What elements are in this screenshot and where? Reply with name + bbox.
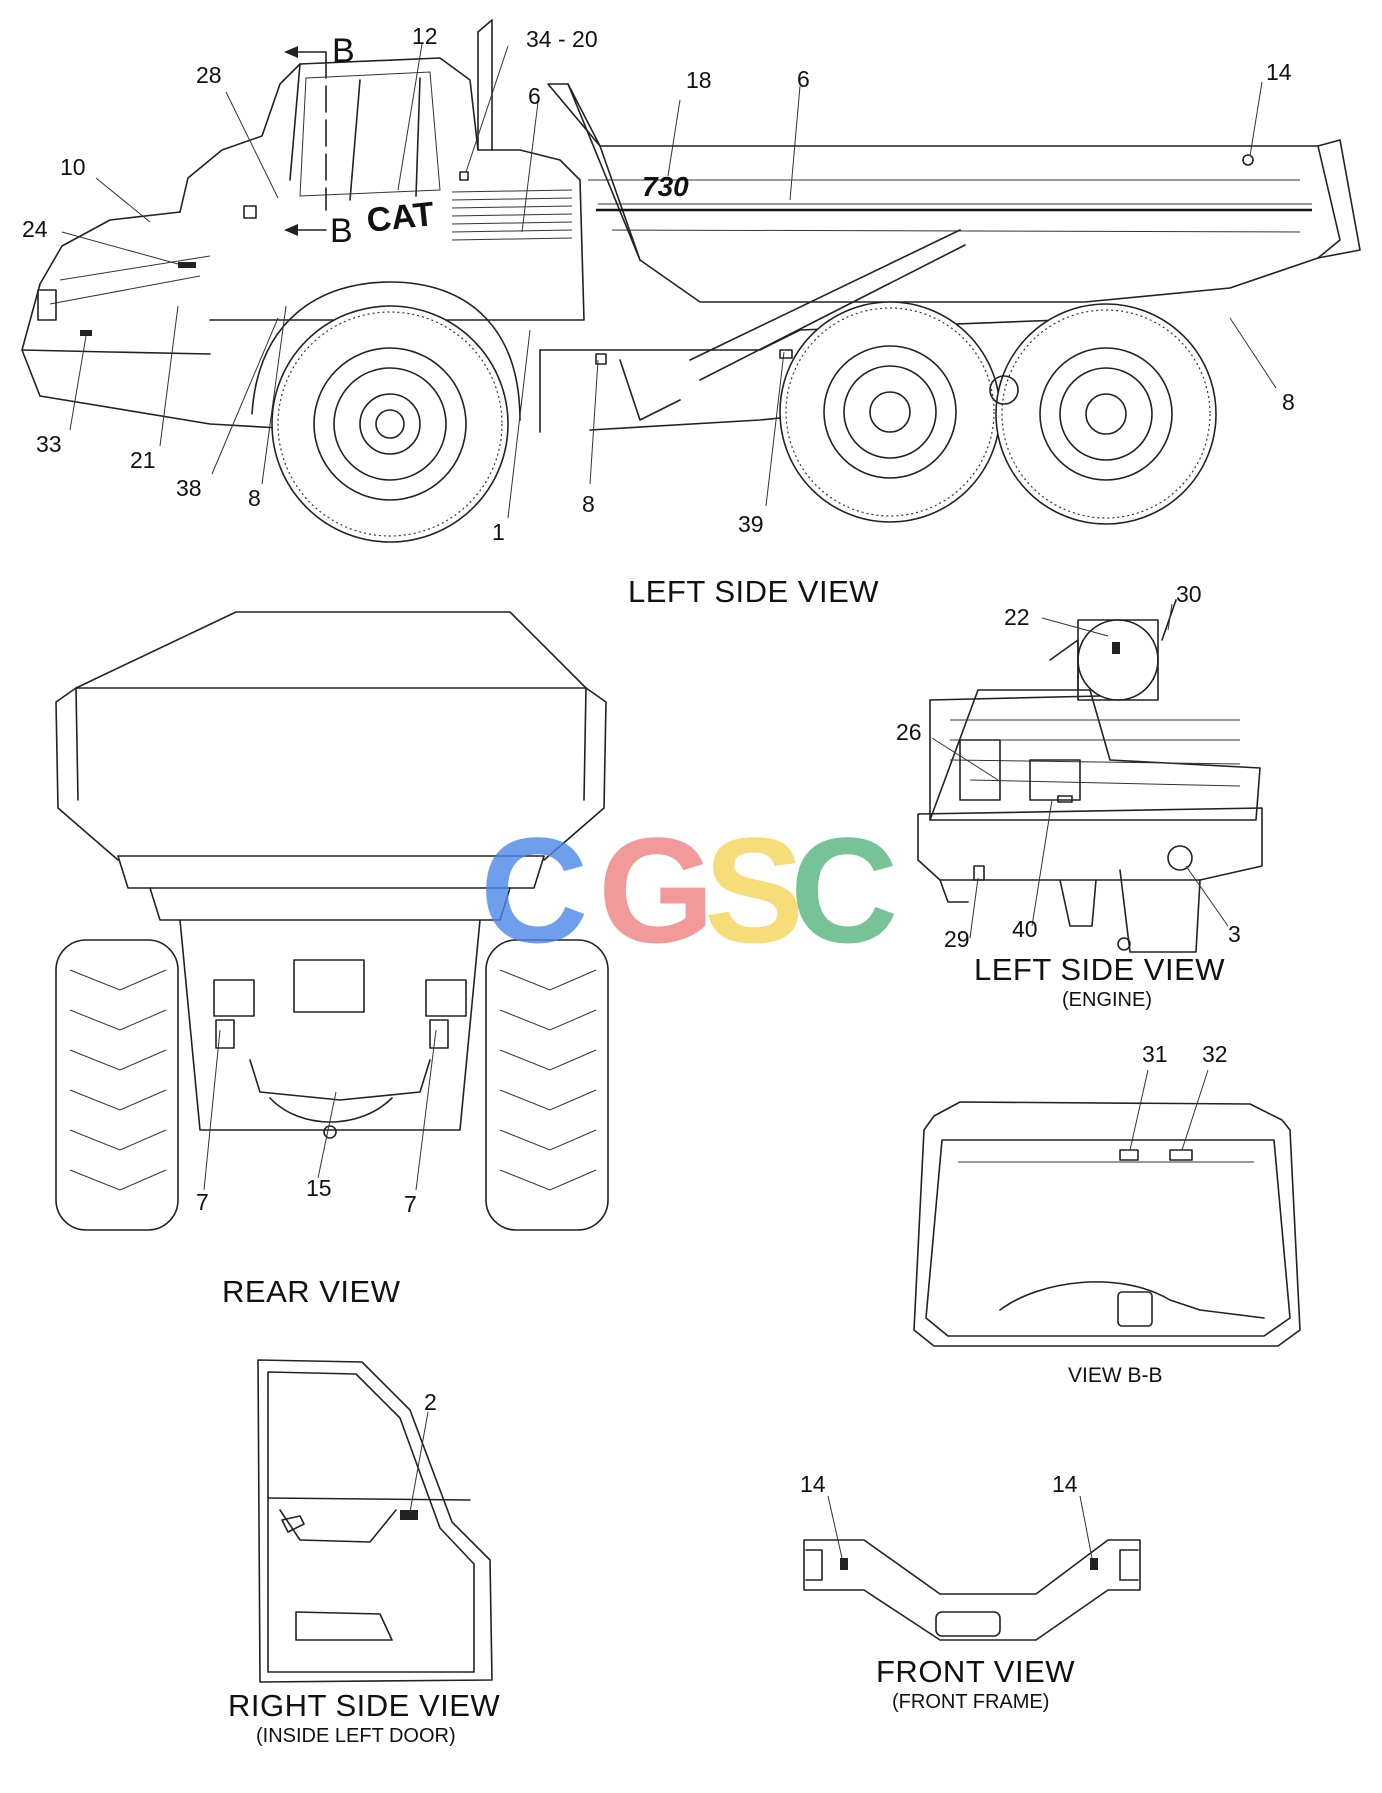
engine-view-drawing [917,599,1263,953]
front-view-title: FRONT VIEW [876,1654,1075,1689]
right-side-leader-lines [409,1411,429,1513]
model-decal: 730 [642,171,689,202]
callout-40: 40 [1012,916,1038,942]
callout-21: 21 [130,447,156,473]
left-side-leader-lines [61,43,1277,519]
rear-leader-lines [203,1029,437,1191]
engine-callouts: 22 30 26 29 40 3 [896,581,1241,952]
right-side-view-subtitle: (INSIDE LEFT DOOR) [256,1725,456,1747]
callout-14c: 14 [1052,1471,1078,1497]
callout-14b: 14 [800,1471,826,1497]
callout-28: 28 [196,62,222,88]
callout-3: 3 [1228,921,1241,947]
callout-12: 12 [412,23,438,49]
callout-32: 32 [1202,1041,1228,1067]
callout-2: 2 [424,1389,437,1415]
callout-6b: 6 [797,66,810,92]
callout-15: 15 [306,1175,332,1201]
left-side-view-title: LEFT SIDE VIEW [628,574,879,609]
view-bb-callouts: 31 32 [1142,1041,1228,1067]
front-view-drawing [803,1539,1141,1641]
cat-decal: CAT [365,195,436,240]
callout-18: 18 [686,67,712,93]
watermark-letter-1: C [480,806,588,974]
watermark-letter-4: C [790,806,898,974]
callout-7b: 7 [404,1191,417,1217]
callout-6a: 6 [528,83,541,109]
engine-view-title: LEFT SIDE VIEW [974,952,1225,987]
section-mark-upper: B [332,32,355,70]
view-bb-title: VIEW B-B [1068,1364,1163,1387]
callout-31: 31 [1142,1041,1168,1067]
right-side-view-drawing [257,1359,493,1683]
callout-26: 26 [896,719,922,745]
left-side-callouts: 28 12 34 - 20 6 18 6 14 10 24 33 21 38 8… [22,23,1295,545]
callout-39: 39 [738,511,764,537]
callout-22: 22 [1004,604,1030,630]
callout-29: 29 [944,926,970,952]
callout-8b: 8 [582,491,595,517]
section-b-cut-line: B B [284,32,355,250]
section-mark-lower: B [330,212,353,250]
front-view-leader-lines [827,1495,1093,1559]
watermark-letter-2: G [598,806,715,974]
rear-callouts: 7 15 7 [196,1175,417,1217]
view-bb-leader-lines [1129,1069,1209,1151]
callout-7a: 7 [196,1189,209,1215]
watermark-letter-3: S [704,806,804,974]
callout-24: 24 [22,216,48,242]
view-bb-drawing [913,1101,1301,1347]
callout-1: 1 [492,519,505,545]
callout-30: 30 [1176,581,1202,607]
rear-view-drawing [55,611,609,1231]
right-side-view-title: RIGHT SIDE VIEW [228,1688,500,1723]
cgsc-watermark: C G S C [480,806,898,974]
engine-leader-lines [931,603,1229,939]
engine-view-subtitle: (ENGINE) [1062,989,1152,1011]
rear-view-title: REAR VIEW [222,1274,401,1309]
callout-8a: 8 [248,485,261,511]
front-view-callouts: 14 14 [800,1471,1078,1497]
callout-8c: 8 [1282,389,1295,415]
callout-34-20: 34 - 20 [526,26,598,52]
callout-14a: 14 [1266,59,1292,85]
callout-33: 33 [36,431,62,457]
callout-38: 38 [176,475,202,501]
left-side-view-drawing: CAT 730 [21,19,1361,543]
callout-10: 10 [60,154,86,180]
front-view-subtitle: (FRONT FRAME) [892,1691,1049,1713]
